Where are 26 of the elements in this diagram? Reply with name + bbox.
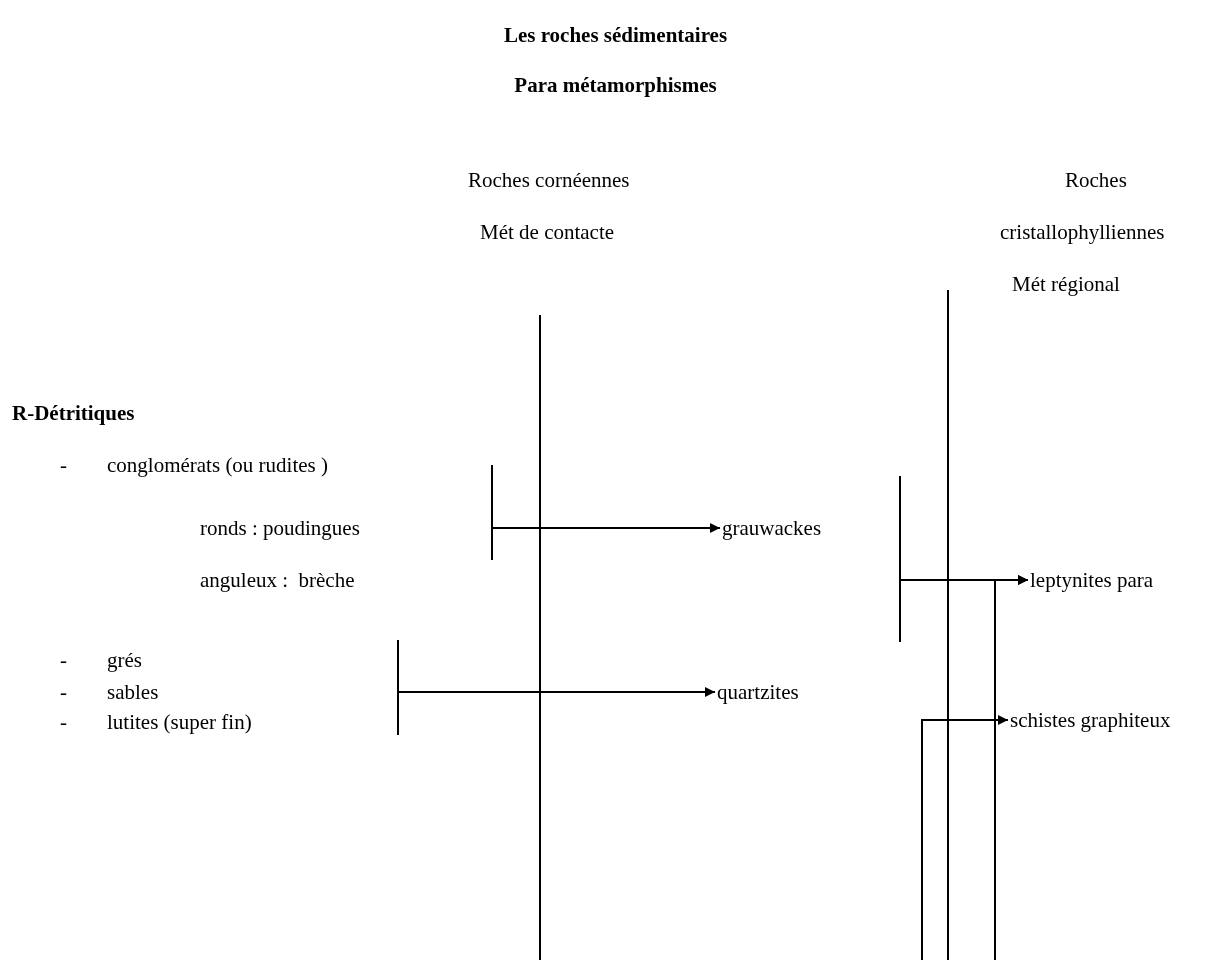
arrow [397, 687, 716, 697]
list-dash: - [60, 453, 67, 477]
arrow [921, 715, 1009, 960]
arrow [491, 523, 721, 533]
column-heading: Mét régional [1012, 272, 1120, 296]
column-heading: Roches cornéennes [468, 168, 630, 192]
title: Les roches sédimentaires [502, 23, 729, 47]
rock-name: grauwackes [722, 516, 822, 540]
list-item: grés [107, 648, 142, 672]
list-dash: - [60, 680, 67, 704]
arrow [994, 575, 1029, 960]
column-heading: Roches [1065, 168, 1127, 192]
list-dash: - [60, 648, 67, 672]
column-heading: Mét de contacte [480, 220, 615, 244]
rock-name: leptynites para [1030, 568, 1154, 592]
list-item: ronds : poudingues [200, 516, 360, 540]
list-item: anguleux : brèche [200, 568, 355, 592]
rock-name: schistes graphiteux [1010, 708, 1171, 732]
list-item: sables [107, 680, 159, 704]
category-heading: R-Détritiques [12, 401, 135, 425]
list-item: lutites (super fin) [107, 710, 252, 734]
list-dash: - [60, 710, 67, 734]
rock-name: quartzites [717, 680, 799, 704]
subtitle: Para métamorphismes [513, 73, 718, 97]
list-item: conglomérats (ou rudites ) [107, 453, 329, 477]
column-heading: cristallophylliennes [1000, 220, 1165, 244]
